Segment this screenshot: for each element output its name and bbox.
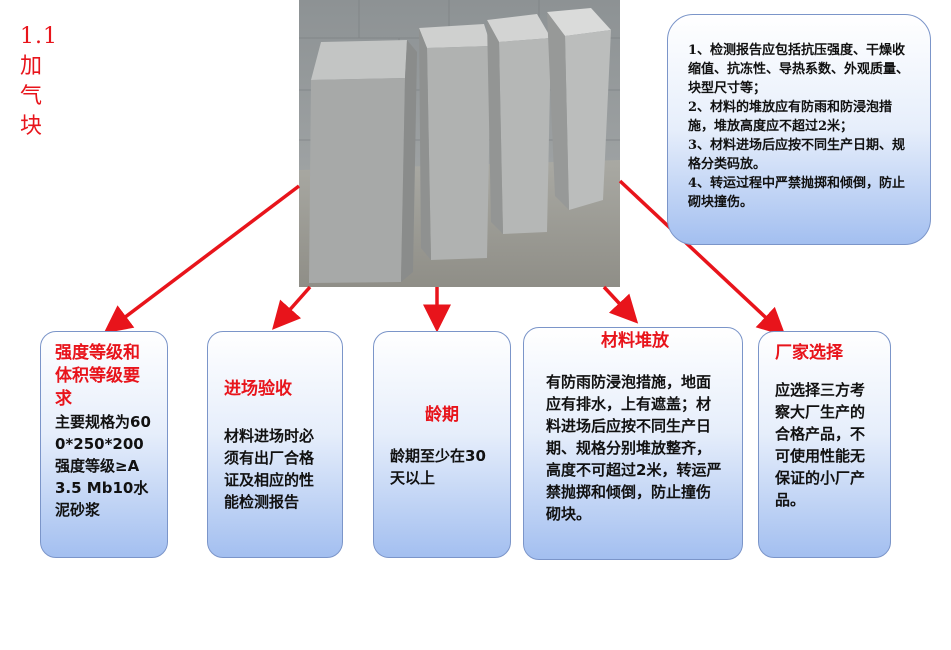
arrow-to-stacking: [602, 285, 639, 324]
material-stacking-text: 有防雨防浸泡措施，地面应有排水，上有遮盖；材料进场后应按不同生产日期、规格分别堆…: [546, 373, 722, 523]
note-item-1: 1、检测报告应包括抗压强度、干燥收缩值、抗冻性、导热系数、外观质量、块型尺寸等；: [688, 43, 910, 96]
curing-age-box: 龄期 龄期至少在30天以上: [373, 331, 511, 558]
curing-age-text: 龄期至少在30天以上: [390, 447, 486, 487]
curing-age-title: 龄期: [425, 405, 459, 425]
inspection-notes-callout: 1、检测报告应包括抗压强度、干燥收缩值、抗冻性、导热系数、外观质量、块型尺寸等；…: [667, 14, 931, 245]
aerated-block-photo: [299, 0, 620, 287]
section-char-2: 气: [20, 84, 44, 109]
section-char-1: 加: [20, 54, 44, 79]
site-inspection-box: 进场验收 材料进场时必须有出厂合格证及相应的性能检测报告: [207, 331, 343, 558]
site-inspection-title: 进场验收: [224, 379, 292, 399]
strength-grade-text: 主要规格为600*250*200强度等级≥A3.5 Mb10水泥砂浆: [55, 413, 151, 519]
material-stacking-title: 材料堆放: [601, 331, 669, 351]
section-title: 1.1 加 气 块: [20, 22, 60, 142]
arrow-to-vendor: [618, 179, 786, 337]
section-number: 1.1: [20, 24, 58, 49]
strength-grade-box: 强度等级和体积等级要求 主要规格为600*250*200强度等级≥A3.5 Mb…: [40, 331, 168, 558]
arrow-to-strength: [103, 184, 301, 334]
strength-grade-title: 强度等级和体积等级要求: [55, 343, 140, 409]
arrow-to-inspection: [272, 285, 312, 330]
site-inspection-text: 材料进场时必须有出厂合格证及相应的性能检测报告: [224, 427, 315, 511]
vendor-selection-title: 厂家选择: [775, 343, 843, 363]
note-item-4: 4、转运过程中严禁抛掷和倾倒，防止砌块撞伤。: [688, 176, 906, 210]
note-item-3: 3、材料进场后应按不同生产日期、规格分类码放。: [688, 138, 906, 172]
note-item-2: 2、材料的堆放应有防雨和防浸泡措施，堆放高度应不超过2米；: [688, 100, 893, 134]
section-char-3: 块: [20, 114, 44, 139]
vendor-selection-box: 厂家选择 应选择三方考察大厂生产的合格产品，不可使用性能无保证的小厂产品。: [758, 331, 891, 558]
material-stacking-box: 材料堆放 有防雨防浸泡措施，地面应有排水，上有遮盖；材料进场后应按不同生产日期、…: [523, 327, 743, 560]
vendor-selection-text: 应选择三方考察大厂生产的合格产品，不可使用性能无保证的小厂产品。: [775, 381, 866, 509]
